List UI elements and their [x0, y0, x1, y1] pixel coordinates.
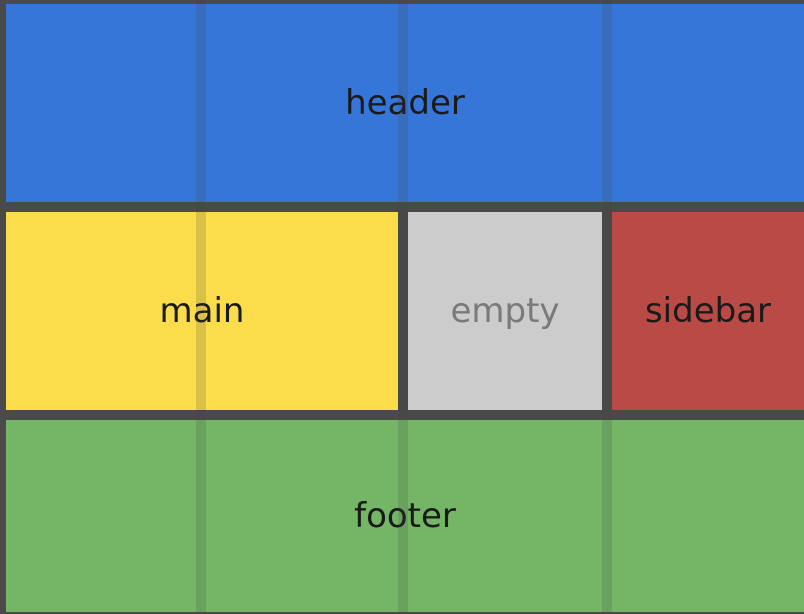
header-label: header [345, 83, 465, 123]
header-area: header [6, 4, 804, 202]
empty-area: empty [408, 212, 602, 410]
sidebar-label: sidebar [644, 291, 772, 331]
empty-label: empty [450, 291, 560, 331]
sidebar-area: sidebar [612, 212, 804, 410]
footer-area: footer [6, 420, 804, 612]
main-area: main [6, 212, 398, 410]
main-label: main [159, 291, 245, 331]
footer-label: footer [354, 496, 456, 536]
